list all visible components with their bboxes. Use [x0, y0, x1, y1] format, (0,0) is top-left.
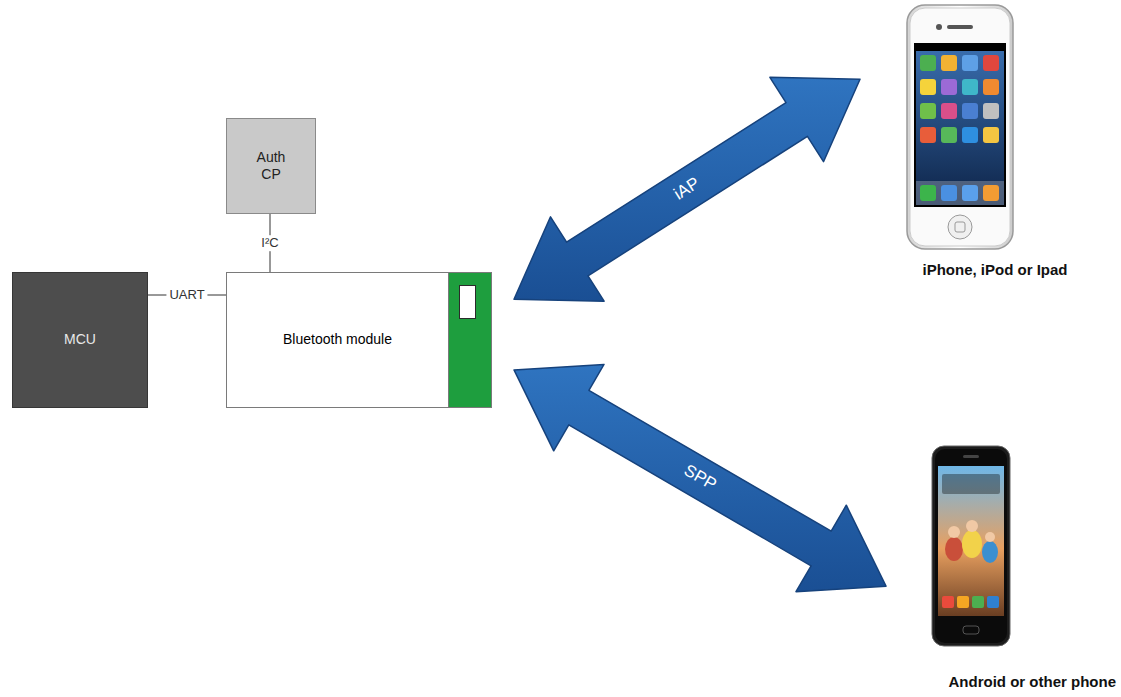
clock-widget	[942, 474, 1000, 494]
screen-bezel	[914, 43, 1006, 207]
antenna-chip	[459, 285, 476, 319]
home-button	[948, 215, 972, 239]
antenna-strip	[449, 273, 491, 407]
phone-body	[907, 5, 1013, 249]
bluetooth-module-box: Bluetooth module	[226, 272, 492, 408]
speaker	[947, 25, 973, 29]
wallpaper-figures	[945, 520, 998, 563]
home-button-mark	[955, 222, 965, 232]
dock-icons	[920, 185, 999, 201]
link-arrow	[514, 364, 886, 591]
app-icons	[920, 55, 999, 143]
android-illustration	[930, 444, 1012, 648]
connector-label: UART	[166, 287, 207, 303]
phone-body	[932, 446, 1010, 646]
node-text: Android or other phone	[949, 673, 1116, 692]
module-body: Bluetooth module	[227, 273, 449, 407]
node-text: MCU	[64, 331, 96, 349]
iphone-illustration	[905, 3, 1015, 251]
status-bar	[916, 45, 1004, 51]
screen	[938, 466, 1004, 616]
android-node: Android or other phone	[926, 440, 1116, 692]
node-text: Bluetooth module	[283, 331, 392, 349]
node-text: iPhone, iPod or Ipad	[922, 261, 1067, 280]
link-arrow	[514, 77, 860, 301]
phone-front	[910, 8, 1010, 246]
camera	[936, 24, 942, 30]
dock	[916, 181, 1004, 205]
app-icons	[942, 596, 999, 608]
connector-label: I²C	[258, 235, 281, 251]
iphone-node: iPhone, iPod or Ipad	[900, 5, 1090, 280]
node-text: Auth CP	[257, 149, 286, 184]
auth-chip-box: Auth CP	[226, 118, 316, 214]
phone-front	[935, 449, 1007, 643]
screen	[916, 45, 1004, 205]
home-button	[963, 626, 979, 634]
speaker	[963, 455, 979, 458]
mcu-box: MCU	[12, 272, 148, 408]
